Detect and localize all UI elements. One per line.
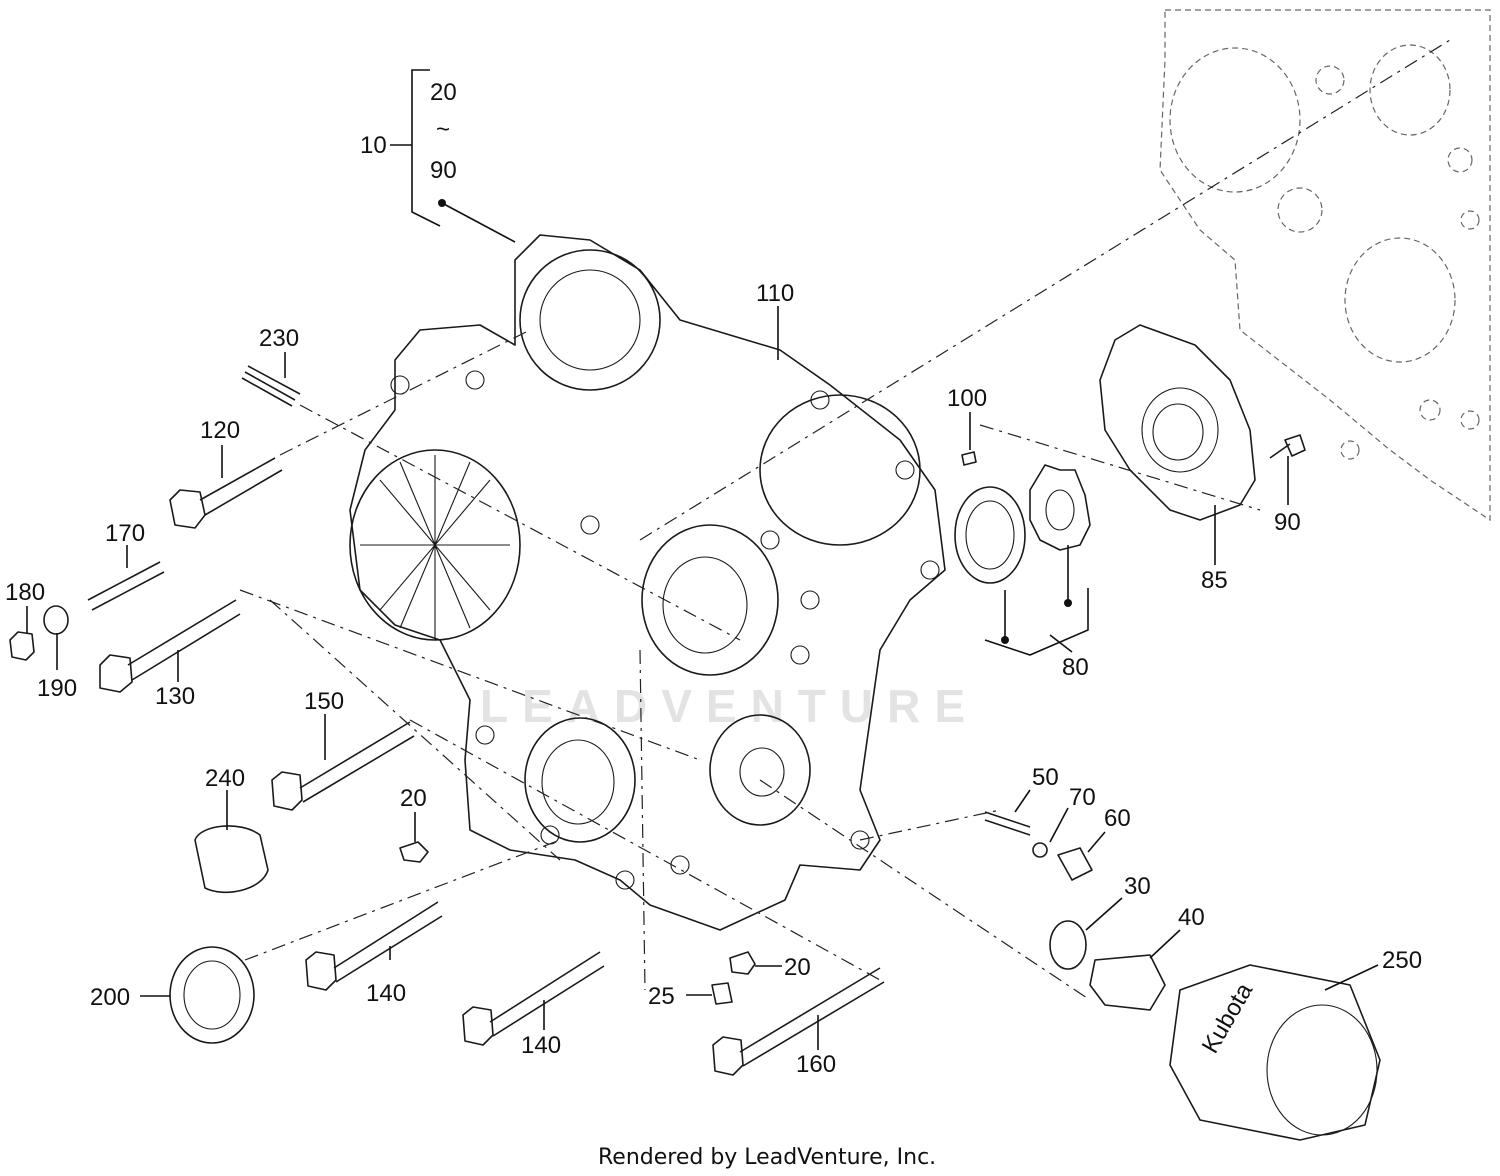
callout-250: 250 [1382, 947, 1422, 974]
callout-tilde: ~ [436, 116, 450, 143]
callout-50: 50 [1032, 764, 1059, 791]
callout-85: 85 [1201, 567, 1228, 594]
callout-30: 30 [1124, 873, 1151, 900]
callout-160: 160 [796, 1051, 836, 1078]
callout-labels: 20 ~ 90 10 110 230 120 170 180 190 130 1… [5, 79, 1422, 1078]
callout-60: 60 [1104, 805, 1131, 832]
callout-170: 170 [105, 520, 145, 547]
callout-240: 240 [205, 765, 245, 792]
callout-20-top: 20 [430, 79, 457, 106]
leader-lines [26, 69, 1379, 1050]
filter-brand-text: Kubota [1197, 978, 1259, 1058]
callout-10: 10 [360, 132, 387, 159]
watermark-text: LEADVENTURE [480, 680, 979, 732]
callout-140-left: 140 [366, 980, 406, 1007]
callout-20-low: 20 [784, 954, 811, 981]
callout-25: 25 [648, 983, 675, 1010]
callout-40: 40 [1178, 904, 1205, 931]
callout-80: 80 [1062, 654, 1089, 681]
assembly-axes [239, 39, 1451, 1001]
callout-100: 100 [947, 385, 987, 412]
relief-valve-parts [984, 811, 1166, 1011]
callout-200: 200 [90, 984, 130, 1011]
callout-70: 70 [1069, 784, 1096, 811]
engine-block-outline [1159, 9, 1491, 522]
callout-90-top: 90 [430, 157, 457, 184]
bolts-left [9, 365, 1306, 1076]
oil-filter: Kubota [1169, 964, 1381, 1141]
callout-20-mid: 20 [400, 785, 427, 812]
callout-190: 190 [37, 675, 77, 702]
callout-230: 230 [259, 325, 299, 352]
oil-pump-rotor-set [954, 464, 1091, 584]
oil-pump-cover [1099, 324, 1256, 521]
gear-case-cover [349, 234, 946, 931]
callout-140-right: 140 [521, 1032, 561, 1059]
callout-90-right: 90 [1274, 509, 1301, 536]
callout-180: 180 [5, 579, 45, 606]
callout-130: 130 [155, 683, 195, 710]
callout-150: 150 [304, 688, 344, 715]
callout-120: 120 [200, 417, 240, 444]
footer-credit: Rendered by LeadVenture, Inc. [598, 1145, 936, 1170]
callout-110: 110 [756, 280, 794, 307]
